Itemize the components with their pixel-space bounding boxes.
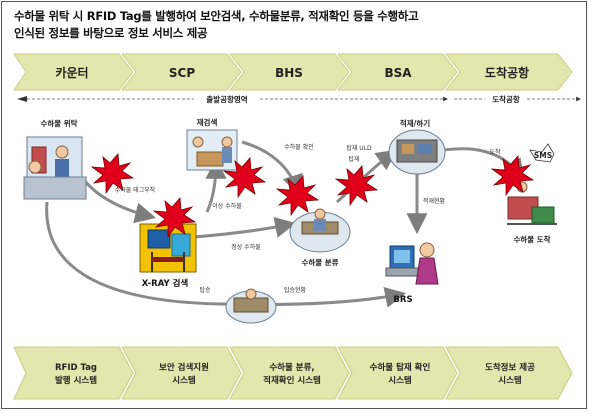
node-label-sorting: 수하물 분류 bbox=[301, 257, 338, 267]
brs-illustration bbox=[385, 242, 439, 285]
system-2-line-1: 보안 검색지원 bbox=[159, 362, 209, 373]
loading-illustration bbox=[388, 129, 446, 175]
arrow-xray-to-sorting bbox=[193, 216, 297, 239]
arrow-checkin-to-brs-bottom bbox=[45, 201, 407, 308]
system-5-line-2: 시스템 bbox=[498, 375, 522, 386]
node-label-loading: 적재/하기 bbox=[400, 118, 430, 128]
system-banner: RFID Tag 발행 시스템 보안 검색지원 시스템 수하물 분류, 적재확인… bbox=[13, 346, 573, 400]
stage-label-arrival: 도착공항 bbox=[485, 65, 529, 80]
stage-label-bsa: BSA bbox=[384, 66, 412, 80]
rfid-burst-rescreen bbox=[222, 157, 267, 199]
node-label-checkin: 수하물 위탁 bbox=[40, 118, 77, 128]
stage-label-bhs: BHS bbox=[275, 66, 303, 80]
stage-chevron-arrival bbox=[444, 53, 573, 91]
system-5-line-1: 도착정보 제공 bbox=[485, 362, 535, 373]
system-2-line-2: 시스템 bbox=[172, 375, 196, 386]
boarding-illustration bbox=[225, 288, 277, 324]
stage-banner: 카운터 SCP BHS BSA 도착공항 bbox=[13, 53, 573, 91]
stage-chevron-bsa bbox=[336, 53, 458, 91]
system-3-line-1: 수하물 분류, bbox=[269, 362, 314, 373]
zone-departure-label: 출발공항영역 bbox=[206, 94, 247, 104]
arrival-illustration bbox=[507, 181, 557, 225]
system-chevron-5 bbox=[445, 346, 573, 400]
system-chevron-1 bbox=[13, 346, 134, 400]
node-label-arrival: 수하물 도착 bbox=[513, 234, 550, 244]
rfid-burst-loading bbox=[334, 165, 379, 207]
sms-label: SMS bbox=[534, 151, 552, 160]
label-tag-attach: 수하물 태그부착 bbox=[115, 186, 156, 194]
system-chevron-2 bbox=[121, 346, 242, 400]
label-normal: 정상 수하물 bbox=[231, 243, 261, 251]
label-uld-2: 탑재 bbox=[348, 155, 359, 163]
stage-chevron-bhs bbox=[228, 53, 350, 91]
label-boarding: 탑승 bbox=[199, 286, 211, 294]
rfid-bursts bbox=[90, 153, 535, 239]
label-uld-1: 탑재 ULD bbox=[346, 144, 372, 152]
label-abnormal: 이상 수하물 bbox=[212, 202, 242, 210]
rfid-burst-counter bbox=[90, 153, 135, 195]
rfid-burst-xray bbox=[152, 197, 197, 239]
sms-icon: SMS bbox=[529, 143, 555, 163]
rfid-burst-bhs bbox=[275, 175, 320, 217]
system-3-line-2: 적재확인 시스템 bbox=[263, 375, 321, 386]
system-1-line-1: RFID Tag bbox=[55, 363, 97, 373]
rescreening-illustration bbox=[186, 129, 238, 171]
stage-chevron-scp bbox=[120, 53, 242, 91]
title-line-1: 수하물 위탁 시 RFID Tag를 발행하여 보안검색, 수하물분류, 적재확… bbox=[14, 9, 419, 23]
system-4-line-1: 수하물 탑재 확인 bbox=[370, 362, 431, 373]
label-boarding-status: 탑승현황 bbox=[284, 286, 307, 294]
system-chevron-4 bbox=[337, 346, 458, 400]
label-loading-status: 적재현황 bbox=[423, 197, 446, 205]
node-label-xray: X-RAY 검색 bbox=[142, 278, 189, 289]
node-label-rescreening: 재검색 bbox=[197, 117, 218, 127]
zone-arrival-label: 도착공항 bbox=[492, 94, 520, 104]
stage-chevron-counter bbox=[13, 53, 134, 91]
system-1-line-2: 발행 시스템 bbox=[55, 375, 97, 386]
label-baggage-confirm: 수하물 확인 bbox=[284, 143, 314, 151]
system-4-line-2: 시스템 bbox=[388, 375, 412, 386]
stage-label-counter: 카운터 bbox=[55, 65, 88, 80]
title-line-2: 인식된 정보를 바탕으로 정보 서비스 제공 bbox=[14, 26, 208, 40]
checkin-illustration bbox=[23, 136, 87, 200]
rfid-burst-arrival bbox=[490, 155, 535, 197]
system-chevron-3 bbox=[229, 346, 350, 400]
arrow-checkin-to-xray bbox=[82, 179, 157, 224]
sorting-illustration bbox=[289, 208, 351, 253]
stage-label-scp: SCP bbox=[169, 66, 195, 80]
node-label-brs: BRS bbox=[393, 295, 412, 305]
label-arrival-edge: 도착 bbox=[489, 148, 501, 156]
zone-markers: 출발공항영역 도착공항 bbox=[17, 94, 581, 104]
